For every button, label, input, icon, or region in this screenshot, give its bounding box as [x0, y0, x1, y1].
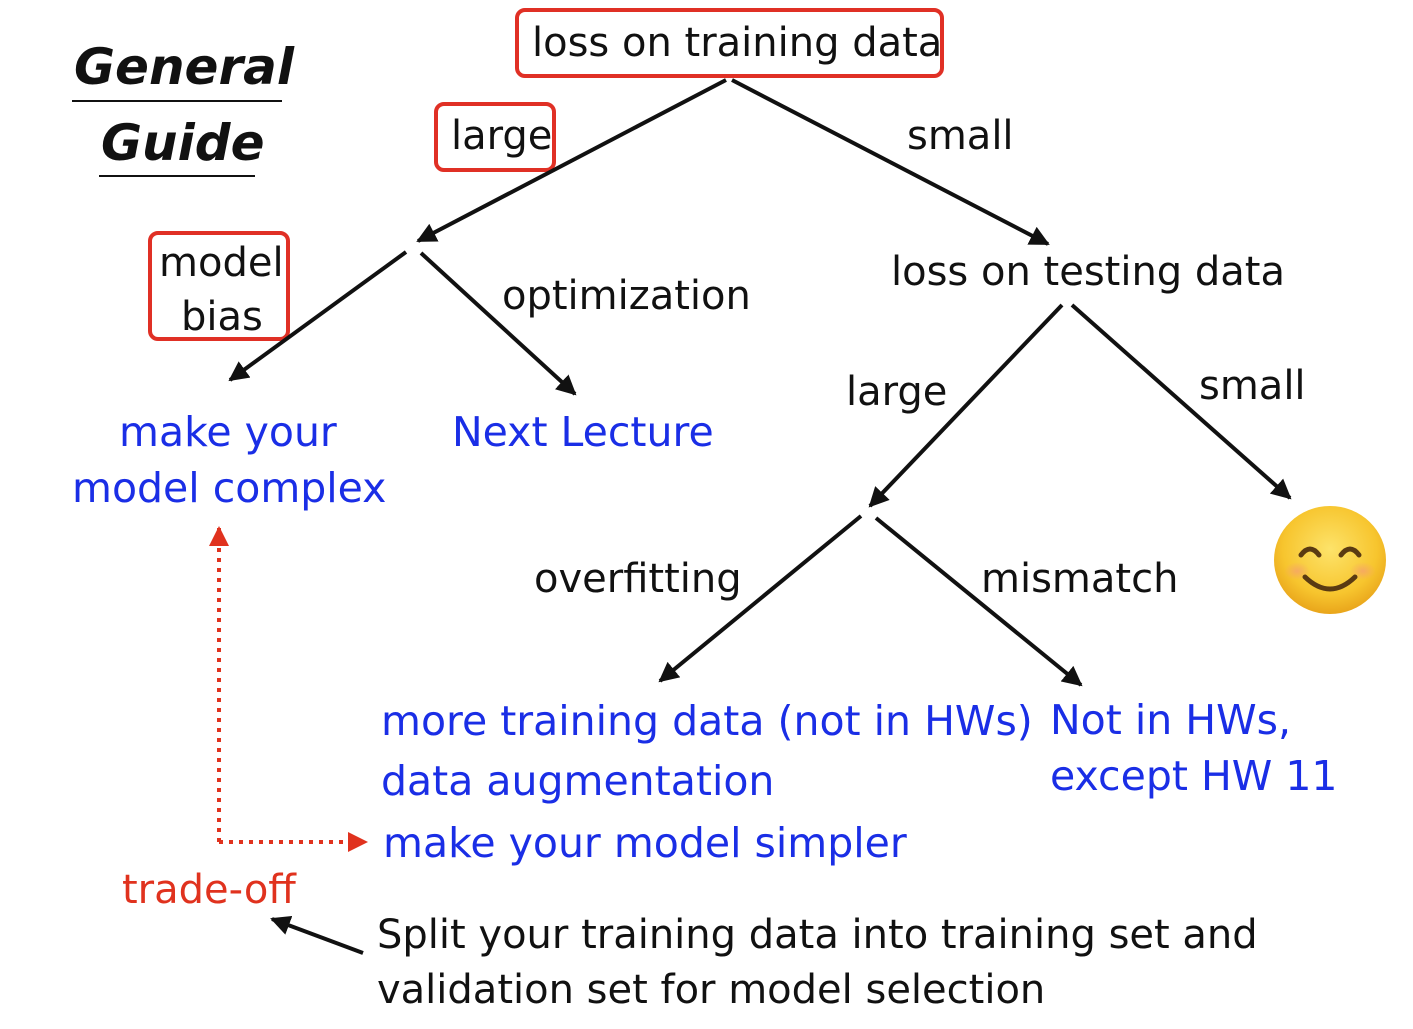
test-large-label: large — [846, 369, 948, 415]
edge-root-large — [416, 78, 727, 243]
split-note-2: validation set for model selection — [377, 967, 1046, 1013]
smiling-face-icon — [1273, 505, 1387, 615]
overfitting-label: overfitting — [534, 556, 742, 602]
root-node: loss on training data — [532, 20, 943, 66]
large-highlight-box — [434, 102, 556, 172]
edge-optimization — [419, 251, 577, 396]
not-in-hw-line-2: except HW 11 — [1050, 752, 1338, 800]
split-note-1: Split your training data into training s… — [377, 912, 1258, 958]
edge-overfitting — [658, 514, 863, 683]
title-general: General — [74, 38, 294, 96]
model-bias-label-2: bias — [181, 294, 263, 340]
not-in-hw-line-1: Not in HWs, — [1050, 696, 1292, 744]
edge-test-small — [1070, 303, 1292, 500]
mismatch-label: mismatch — [981, 556, 1179, 602]
make-complex-line-1: make your — [119, 408, 337, 456]
train-small-label: small — [907, 113, 1014, 159]
title-underline-2 — [99, 175, 255, 177]
train-large-label: large — [451, 113, 553, 159]
augmentation-label: data augmentation — [381, 757, 775, 805]
edge-test-large — [868, 303, 1064, 508]
title-underline-1 — [72, 100, 282, 102]
test-small-label: small — [1199, 363, 1306, 409]
edge-root-small — [731, 78, 1050, 246]
edge-bias — [228, 250, 408, 382]
more-data-label: more training data (not in HWs) — [381, 697, 1033, 745]
root-highlight-box — [515, 8, 944, 78]
model-bias-label-1: model — [159, 240, 284, 286]
test-loss-node: loss on testing data — [891, 249, 1286, 295]
title-guide: Guide — [101, 114, 265, 172]
model-bias-highlight-box — [148, 231, 290, 341]
next-lecture-label: Next Lecture — [452, 408, 714, 456]
edge-mismatch — [874, 516, 1083, 687]
optimization-label: optimization — [502, 273, 751, 319]
tradeoff-label: trade-off — [122, 867, 296, 913]
simpler-label: make your model simpler — [383, 819, 907, 867]
edge-split-to-tradeoff — [270, 915, 364, 955]
make-complex-line-2: model complex — [72, 464, 387, 512]
